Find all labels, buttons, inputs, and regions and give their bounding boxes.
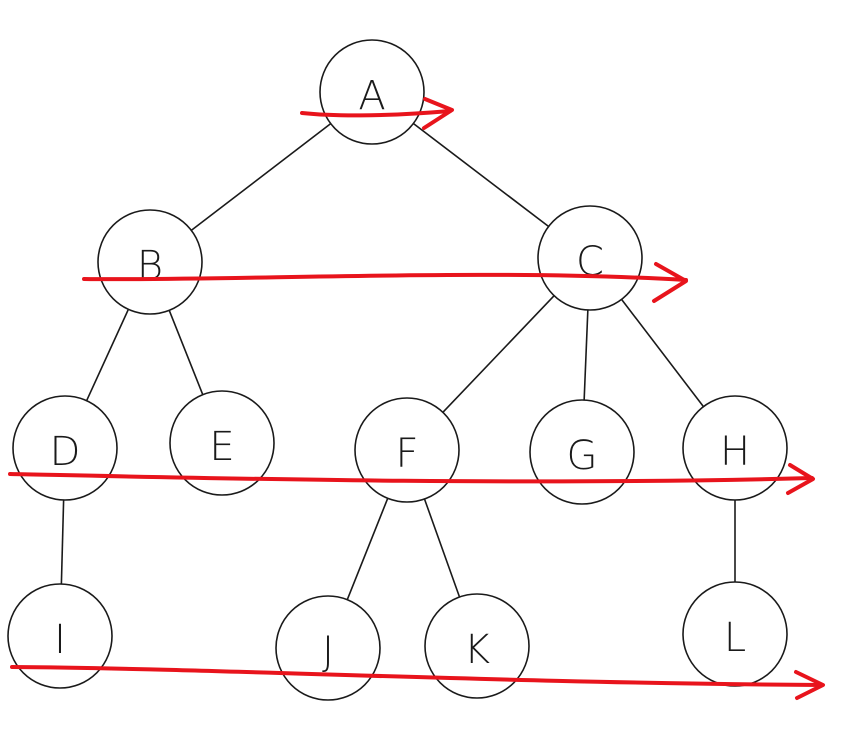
node-label: H: [720, 429, 750, 475]
edge-a-c: [412, 122, 550, 228]
node-circle: [682, 395, 788, 501]
edge-f-j: [346, 498, 389, 600]
traversal-stroke: [82, 272, 688, 282]
node-label: E: [209, 424, 234, 470]
arrowhead: [422, 97, 454, 130]
node-label: B: [137, 243, 163, 289]
node-b: B: [97, 209, 203, 315]
node-d: D: [12, 395, 118, 501]
edge-d-i: [60, 499, 65, 585]
traversal-arrow-level-2: [82, 262, 688, 303]
node-circle: [529, 399, 635, 505]
node-c: C: [537, 205, 643, 311]
node-label: J: [322, 629, 334, 675]
edge-c-g: [583, 309, 589, 401]
traversal-arrow-level-4: [10, 665, 825, 700]
edge-c-f: [442, 295, 555, 413]
node-h: H: [682, 395, 788, 501]
node-circle: [7, 583, 113, 689]
node-l: L: [682, 581, 788, 687]
node-label: I: [54, 617, 66, 663]
edge-f-k: [423, 498, 461, 598]
edge-b-e: [168, 310, 204, 395]
arrowhead: [794, 670, 825, 700]
traversal-stroke: [300, 109, 452, 118]
node-k: K: [424, 593, 530, 699]
node-label: D: [50, 429, 81, 475]
node-label: G: [567, 433, 598, 479]
node-j: J: [275, 595, 381, 701]
traversal-stroke: [10, 665, 824, 687]
traversal-arrows: [8, 97, 825, 700]
arrowhead: [652, 262, 688, 303]
node-circle: [319, 39, 425, 145]
node-label: F: [395, 431, 418, 477]
traversal-arrow-level-1: [300, 97, 454, 130]
node-e: E: [169, 390, 275, 496]
edge-b-d: [85, 308, 130, 402]
node-label: A: [358, 73, 385, 119]
node-circle: [537, 205, 643, 311]
node-circle: [354, 397, 460, 503]
node-f: F: [354, 397, 460, 503]
traversal-arrow-level-3: [8, 463, 815, 495]
node-a: A: [319, 39, 425, 145]
node-g: G: [529, 399, 635, 505]
node-circle: [424, 593, 530, 699]
edges-layer: [60, 122, 736, 600]
nodes-layer: A B C D E F G H I J K L: [7, 39, 788, 701]
node-label: K: [464, 627, 490, 673]
edge-c-h: [620, 298, 705, 408]
node-i: I: [7, 583, 113, 689]
node-circle: [97, 209, 203, 315]
traversal-stroke: [8, 472, 814, 484]
edge-a-b: [190, 122, 332, 232]
arrowhead: [786, 463, 815, 495]
node-label: L: [724, 615, 746, 661]
node-circle: [169, 390, 275, 496]
